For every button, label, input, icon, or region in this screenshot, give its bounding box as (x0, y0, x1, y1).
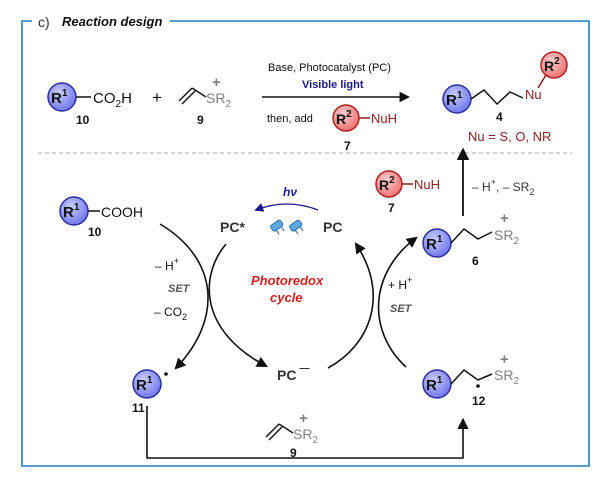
led-icon (270, 219, 304, 235)
pc-ground: PC (323, 219, 342, 235)
svg-text:+: + (500, 351, 509, 368)
svg-text:SR2: SR2 (293, 426, 318, 446)
protonation-arrow (377, 236, 418, 368)
svg-text:+: + (212, 74, 221, 91)
conditions-visible-light: Visible light (302, 79, 364, 91)
svg-text:R1: R1 (426, 375, 443, 394)
svg-text:R1: R1 (136, 375, 153, 394)
minus-h-left: – H+ (155, 256, 179, 273)
compound-label-4: 4 (496, 110, 503, 124)
elimination-label: – H+, – SR2 (472, 177, 534, 197)
panel-letter: c) (38, 14, 50, 30)
conditions-line1: Base, Photocatalyst (PC) (268, 62, 391, 74)
pc-reduced: PC— (277, 363, 309, 383)
set-left: SET (168, 283, 191, 295)
svg-text:R1: R1 (63, 202, 80, 221)
svg-text:R1: R1 (426, 234, 443, 253)
svg-text:R2: R2 (336, 109, 352, 127)
compound-label-9-bottom: 9 (290, 446, 297, 460)
nucleophile-7-cycle: R2 NuH (375, 170, 440, 198)
plus-sign: + (152, 88, 162, 107)
conditions-then-add: then, add (267, 113, 313, 125)
compound-label-6: 6 (472, 254, 479, 268)
svg-text:+: + (500, 210, 509, 227)
alkyl-radical-11: R1 (132, 369, 168, 399)
hv-label: hν (283, 185, 297, 199)
cycle-arc-right (327, 242, 374, 369)
svg-text:Nu: Nu (525, 87, 542, 102)
svg-text:R1: R1 (51, 88, 68, 107)
product-4: R1 Nu R2 (442, 51, 568, 114)
decarboxylation-arrow (159, 223, 209, 370)
r1-bubble-reactant: R1 (47, 82, 77, 112)
vinyl-sulfonium-9-bottom: SR2 + (265, 410, 318, 446)
minus-co2: – CO2 (154, 305, 187, 322)
svg-text:NuH: NuH (414, 177, 440, 192)
panel-title: Reaction design (62, 14, 162, 29)
compound-label-10-cycle: 10 (88, 225, 102, 239)
sulfonium-intermediate-6: R1 SR2 + (422, 210, 519, 258)
compound-label-11: 11 (132, 401, 145, 415)
pc-excited: PC* (220, 219, 245, 235)
nucleophile-scope: Nu = S, O, NR (468, 129, 551, 144)
compound-label-10: 10 (76, 113, 90, 127)
svg-text:R2: R2 (544, 56, 560, 74)
svg-text:NuH: NuH (371, 111, 397, 126)
panel-frame (21, 20, 590, 467)
plus-h-right: + H+ (388, 275, 412, 292)
svg-text:+: + (299, 410, 308, 427)
r2-bubble-nucleophile-7: R2 NuH (332, 104, 397, 132)
compound-label-9: 9 (197, 113, 204, 127)
svg-text:R2: R2 (379, 175, 395, 193)
cycle-name-line2: cycle (270, 290, 303, 305)
compound-label-7-top: 7 (344, 139, 351, 153)
svg-text:COOH: COOH (101, 204, 143, 220)
cycle-arc-left (208, 243, 268, 368)
compound-label-7-cycle: 7 (388, 201, 395, 215)
vinyl-sulfonium-9: SR2 + (178, 74, 231, 110)
svg-text:SR2: SR2 (494, 367, 519, 387)
svg-text:SR2: SR2 (494, 227, 519, 247)
excitation-arrow (254, 203, 319, 212)
svg-text:SR2: SR2 (206, 90, 231, 110)
set-right: SET (390, 303, 413, 315)
compound-label-12: 12 (472, 394, 486, 408)
cycle-name-line1: Photoredox (251, 273, 324, 288)
carboxylic-acid-group: CO2H (93, 90, 132, 110)
radical-addition-pathway (146, 406, 469, 459)
radical-adduct-12: R1 SR2 + (422, 351, 519, 399)
r1-cooh-10: R1 COOH (59, 196, 143, 226)
svg-text:R1: R1 (446, 90, 463, 109)
